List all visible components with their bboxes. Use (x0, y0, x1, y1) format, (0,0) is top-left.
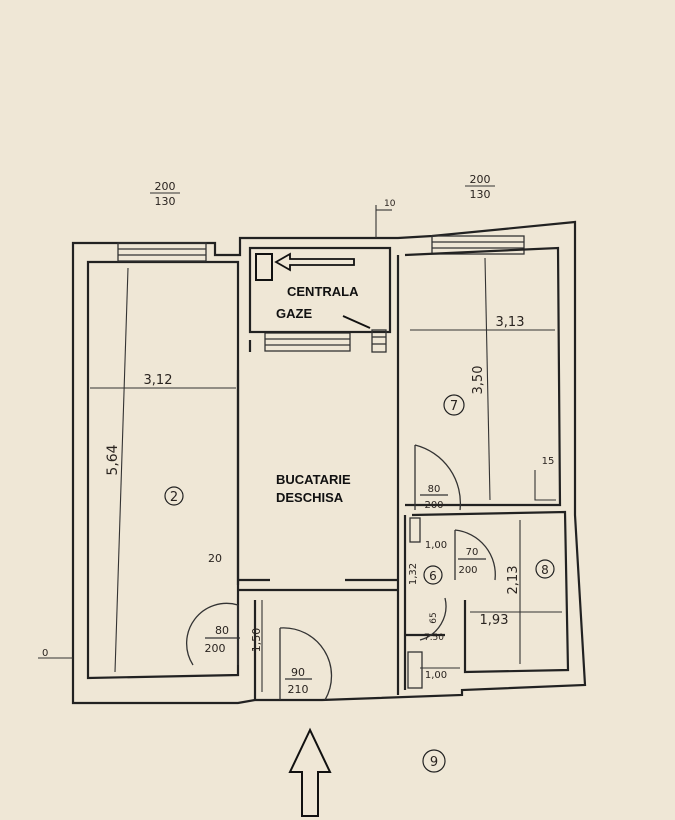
door-entry-den: 210 (288, 683, 309, 696)
room6-circle (423, 565, 443, 585)
room2-length: 5,64 (105, 444, 121, 475)
callout-line2: GAZE (276, 306, 312, 321)
door-room8-den: 200 (458, 565, 477, 576)
dimension-lines (38, 185, 562, 692)
door-room8-num: 70 (466, 547, 479, 558)
room8-circle (535, 559, 555, 579)
hall-100-label: 1,00 (425, 540, 447, 551)
kitchen-line1: BUCATARIE (276, 472, 351, 487)
kitchen-line2: DESCHISA (276, 490, 344, 505)
wall-20-label: 20 (208, 552, 222, 565)
room8-number: 8 (541, 563, 549, 577)
room7-small-dim: 15 (542, 456, 555, 467)
left-mark: 0 (42, 648, 48, 659)
top-marker: 10 (384, 199, 396, 209)
top-dim-left-num: 200 (155, 180, 176, 193)
room2-width: 3,12 (144, 373, 173, 388)
interior-walls (236, 246, 570, 700)
boiler-room (248, 246, 392, 353)
room2-circle (164, 486, 184, 506)
door-room7-den: 200 (424, 500, 443, 511)
room6-number: 6 (429, 569, 437, 583)
door-entry-num: 90 (291, 666, 305, 679)
top-dim-right-num: 200 (470, 173, 491, 186)
windows (117, 235, 525, 352)
room7-width: 3,13 (496, 315, 525, 330)
door-room2-den: 200 (205, 642, 226, 655)
outer-walls (71, 220, 587, 705)
room9-number: 9 (430, 755, 438, 770)
door-room6-num: 65 (429, 612, 439, 623)
top-dim-left-den: 130 (155, 195, 176, 208)
room7-length: 3,50 (471, 366, 486, 395)
room7-circle (443, 394, 465, 416)
entry-arrow-icon (288, 727, 332, 817)
callout-line1: CENTRALA (287, 284, 359, 299)
room6-dim: 1,32 (408, 563, 419, 585)
door-room7-num: 80 (428, 484, 441, 495)
room7-number: 7 (450, 399, 458, 414)
hall-150-label: 1,50 (250, 628, 263, 653)
top-dim-right-den: 130 (470, 188, 491, 201)
doors (186, 444, 496, 701)
room9-circle (422, 749, 446, 773)
room2-number: 2 (170, 490, 178, 505)
door-room2-num: 80 (215, 624, 229, 637)
bath-100-label: 1,00 (425, 670, 447, 681)
door-room6-den: 7.50 (424, 633, 444, 643)
room8-width: 1,93 (480, 613, 509, 628)
room8-length: 2,13 (506, 566, 521, 595)
